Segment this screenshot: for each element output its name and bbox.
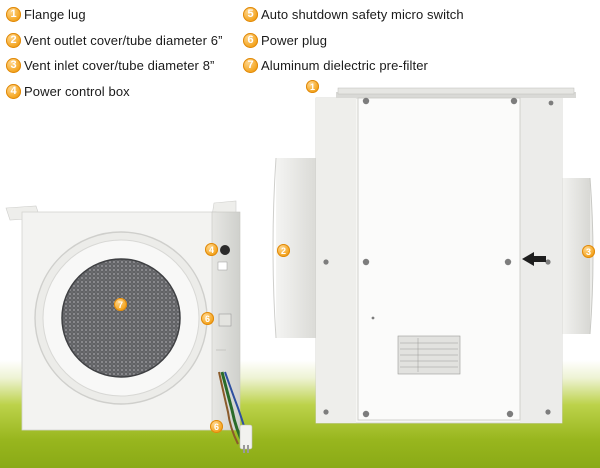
- callout-vent-inlet: 3: [582, 245, 595, 258]
- legend-badge: 1: [6, 6, 21, 22]
- legend-badge: 5: [243, 6, 258, 22]
- legend-item-flange-lug: 1 Flange lug: [6, 5, 86, 23]
- legend-item-power-control-box: 4 Power control box: [6, 82, 130, 100]
- legend-badge: 6: [243, 32, 258, 48]
- legend-badge: 7: [243, 57, 258, 73]
- legend-badge: 4: [6, 83, 21, 99]
- legend-label: Power control box: [24, 83, 130, 99]
- legend-label: Auto shutdown safety micro switch: [261, 6, 464, 22]
- legend-badge: 2: [6, 32, 21, 48]
- callout-pre-filter: 7: [114, 298, 127, 311]
- legend-item-vent-inlet: 3 Vent inlet cover/tube diameter 8”: [6, 56, 214, 74]
- callout-vent-outlet: 2: [277, 244, 290, 257]
- legend-item-pre-filter: 7 Aluminum dielectric pre-filter: [243, 56, 428, 74]
- legend-item-micro-switch: 5 Auto shutdown safety micro switch: [243, 5, 464, 23]
- legend-item-power-plug: 6 Power plug: [243, 31, 327, 49]
- callout-micro-switch: 6: [201, 312, 214, 325]
- legend-label: Aluminum dielectric pre-filter: [261, 57, 428, 73]
- left-unit-front: [5, 200, 253, 453]
- callout-power-control-box: 4: [205, 243, 218, 256]
- legend-label: Flange lug: [24, 6, 86, 22]
- legend-item-vent-outlet: 2 Vent outlet cover/tube diameter 6”: [6, 31, 223, 49]
- legend-label: Vent inlet cover/tube diameter 8”: [24, 57, 215, 73]
- legend-label: Power plug: [261, 32, 328, 48]
- callout-flange-lug: 1: [306, 80, 319, 93]
- right-unit-side: [272, 87, 594, 424]
- callout-power-plug: 6: [210, 420, 223, 433]
- legend-label: Vent outlet cover/tube diameter 6”: [24, 32, 223, 48]
- legend-badge: 3: [6, 57, 21, 73]
